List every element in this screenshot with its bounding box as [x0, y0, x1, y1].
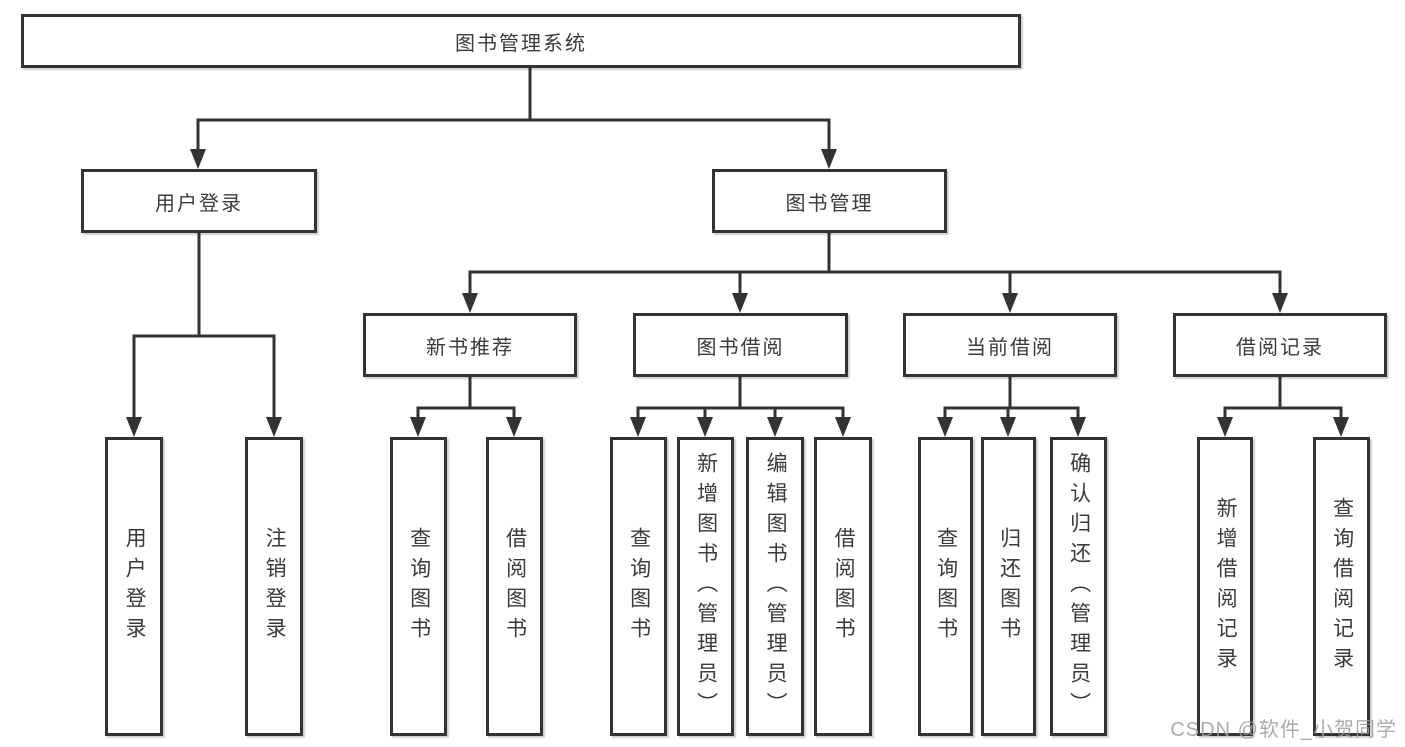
watermark: CSDN @软件_小贺同学 — [1170, 719, 1397, 741]
leaf-edit-books-admin: 编辑图书（管理员） — [746, 437, 804, 736]
leaf-query-books-current-label: 查询图书 — [934, 526, 958, 647]
leaf-query-borrow-record: 查询借阅记录 — [1313, 437, 1370, 736]
branch-user-login — [126, 233, 282, 437]
leaf-user-login-label: 用户登录 — [123, 526, 147, 647]
leaf-add-borrow-record-label: 新增借阅记录 — [1214, 496, 1238, 677]
leaf-return-books: 归还图书 — [981, 437, 1036, 736]
node-book-management: 图书管理 — [712, 169, 947, 233]
leaf-add-books-admin-label: 新增图书（管理员） — [694, 451, 718, 722]
branch-root — [190, 68, 837, 169]
node-user-login: 用户登录 — [81, 169, 317, 233]
leaf-borrow-books-borrow-label: 借阅图书 — [832, 526, 856, 647]
branch-borrow-records — [1217, 377, 1349, 437]
leaf-query-books-borrow-label: 查询图书 — [627, 526, 651, 647]
leaf-query-books-current: 查询图书 — [918, 437, 973, 736]
node-borrow-records-label: 借阅记录 — [1236, 336, 1324, 359]
leaf-borrow-books-borrow: 借阅图书 — [814, 437, 872, 736]
leaf-borrow-books-newrec-label: 借阅图书 — [503, 526, 527, 647]
node-book-management-label: 图书管理 — [785, 192, 874, 215]
node-borrow-records: 借阅记录 — [1173, 313, 1387, 377]
node-new-book-recommend: 新书推荐 — [363, 313, 577, 377]
node-book-borrow: 图书借阅 — [633, 313, 848, 377]
leaf-query-books-newrec-label: 查询图书 — [407, 526, 431, 647]
leaf-logout-login-label: 注销登录 — [263, 526, 287, 647]
node-book-borrow-label: 图书借阅 — [696, 336, 785, 359]
node-current-borrow-label: 当前借阅 — [966, 336, 1054, 359]
leaf-query-books-borrow: 查询图书 — [610, 437, 667, 736]
leaf-confirm-return-admin-label: 确认归还（管理员） — [1067, 451, 1091, 722]
leaf-add-borrow-record: 新增借阅记录 — [1197, 437, 1253, 736]
leaf-add-books-admin: 新增图书（管理员） — [677, 437, 734, 736]
branch-book-borrow — [630, 377, 851, 437]
leaf-return-books-label: 归还图书 — [997, 526, 1021, 647]
leaf-query-borrow-record-label: 查询借阅记录 — [1330, 496, 1354, 677]
leaf-borrow-books-newrec: 借阅图书 — [486, 437, 543, 736]
branch-current-borrow — [937, 377, 1086, 437]
node-new-book-recommend-label: 新书推荐 — [426, 336, 514, 359]
node-user-login-label: 用户登录 — [155, 192, 243, 215]
node-root: 图书管理系统 — [21, 14, 1021, 68]
node-root-label: 图书管理系统 — [455, 32, 587, 55]
branch-book-management — [462, 233, 1288, 313]
leaf-confirm-return-admin: 确认归还（管理员） — [1050, 437, 1107, 736]
leaf-logout-login: 注销登录 — [245, 437, 303, 736]
leaf-user-login: 用户登录 — [105, 437, 163, 736]
leaf-edit-books-admin-label: 编辑图书（管理员） — [764, 451, 788, 722]
node-current-borrow: 当前借阅 — [903, 313, 1117, 377]
branch-new-book-recommend — [410, 377, 522, 437]
leaf-query-books-newrec: 查询图书 — [390, 437, 447, 736]
